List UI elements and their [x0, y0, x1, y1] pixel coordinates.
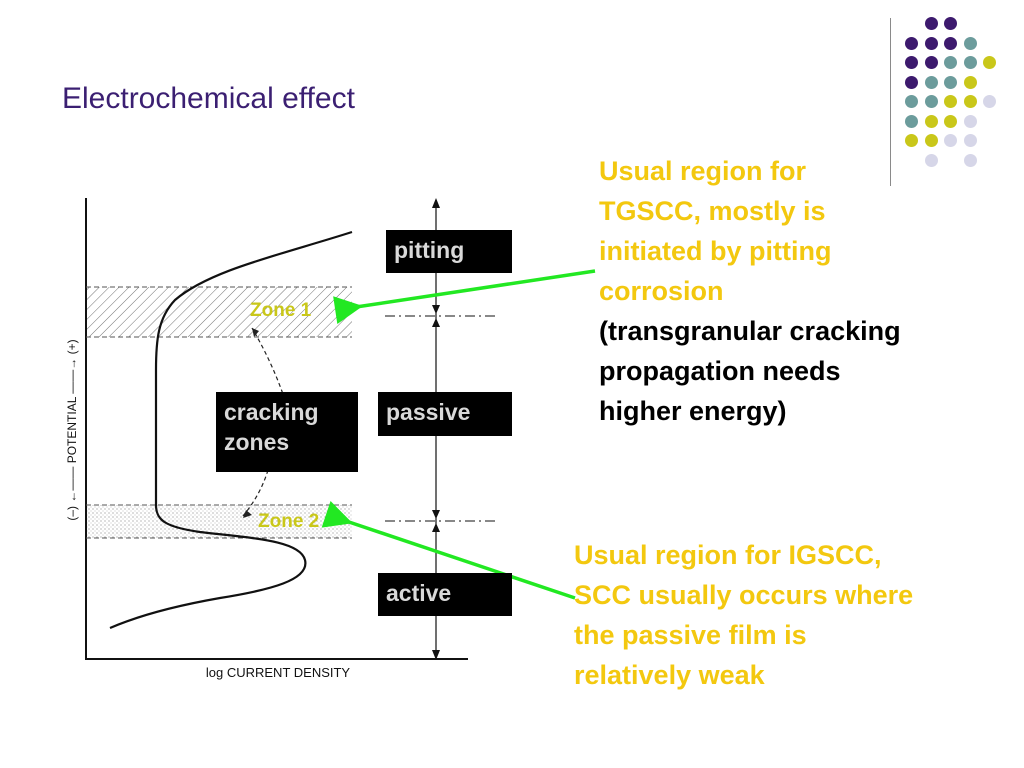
cracking-text: cracking: [224, 399, 319, 425]
igscc-line-1: Usual region for IGSCC,: [574, 540, 882, 570]
decorative-dot: [944, 95, 957, 108]
tgscc-line-5: (transgranular cracking: [599, 315, 901, 346]
callout-arrow-zone1: [333, 269, 596, 324]
tgscc-line-3: initiated by pitting: [599, 235, 832, 266]
decorative-dot: [944, 36, 957, 50]
decorative-dot: [924, 153, 938, 167]
decorative-divider: [890, 18, 891, 186]
active-label: active: [378, 573, 512, 616]
tgscc-line-1: Usual region for: [599, 156, 807, 186]
decorative-dot: [963, 153, 977, 167]
polarization-curve: [109, 230, 353, 630]
igscc-line-2: SCC usually occurs where: [574, 579, 914, 610]
decorative-dot: [905, 56, 918, 69]
tgscc-line-6: propagation needs: [599, 355, 841, 386]
passive-text: passive: [386, 399, 471, 425]
decorative-dot: [963, 36, 977, 50]
y-axis-label: (–) ←—— POTENTIAL ——→ (+): [65, 339, 79, 520]
decorative-dot: [944, 75, 957, 89]
zones-text: zones: [224, 428, 290, 455]
decorative-dot: [905, 95, 918, 108]
decorative-dot: [944, 17, 957, 30]
decorative-dot: [924, 56, 938, 69]
igscc-line-4: relatively weak: [574, 659, 765, 690]
decorative-dot: [944, 134, 957, 147]
decorative-dot: [963, 56, 977, 69]
tgscc-line-7: higher energy): [599, 395, 787, 426]
tgscc-line-4: corrosion: [599, 275, 724, 306]
tgscc-line-2: TGSCC, mostly is: [599, 195, 826, 226]
decorative-dot: [924, 17, 938, 30]
slide-title: Electrochemical effect: [62, 82, 355, 115]
decorative-dot: [963, 95, 977, 108]
decorative-dot: [944, 56, 957, 69]
zone1-label: Zone 1: [250, 300, 312, 321]
decorative-dot: [983, 56, 996, 69]
decorative-dot: [905, 134, 918, 147]
callout-arrow-zone2: [321, 501, 576, 600]
zone1-band: [87, 287, 352, 337]
pitting-label: pitting: [386, 230, 512, 273]
decorative-dot: [924, 134, 938, 147]
x-axis-label: log CURRENT DENSITY: [206, 665, 351, 680]
decorative-dot: [983, 95, 996, 108]
cracking-arrow-up: [251, 327, 286, 401]
cracking-zones-label: cracking zones: [216, 392, 358, 472]
decorative-dot: [924, 36, 938, 50]
decorative-dot: [944, 114, 957, 128]
decorative-dot: [905, 36, 918, 50]
decorative-dot: [963, 75, 977, 89]
decorative-dot: [905, 114, 918, 128]
decorative-dot: [924, 114, 938, 128]
tgscc-note: Usual region for TGSCC, mostly is initia…: [599, 152, 901, 432]
zone2-label: Zone 2: [258, 511, 320, 532]
cracking-arrow-down: [242, 469, 269, 517]
zone2-band: [87, 505, 352, 538]
decorative-dot: [924, 75, 938, 89]
decorative-dot: [963, 134, 977, 147]
active-text: active: [386, 580, 452, 606]
pitting-text: pitting: [394, 237, 465, 263]
decorative-dot: [963, 114, 977, 128]
decorative-dot: [924, 95, 938, 108]
passive-label: passive: [378, 392, 512, 436]
decorative-dot: [905, 75, 918, 89]
igscc-note: Usual region for IGSCC, SCC usually occu…: [574, 536, 913, 696]
igscc-line-3: the passive film is: [574, 619, 807, 650]
